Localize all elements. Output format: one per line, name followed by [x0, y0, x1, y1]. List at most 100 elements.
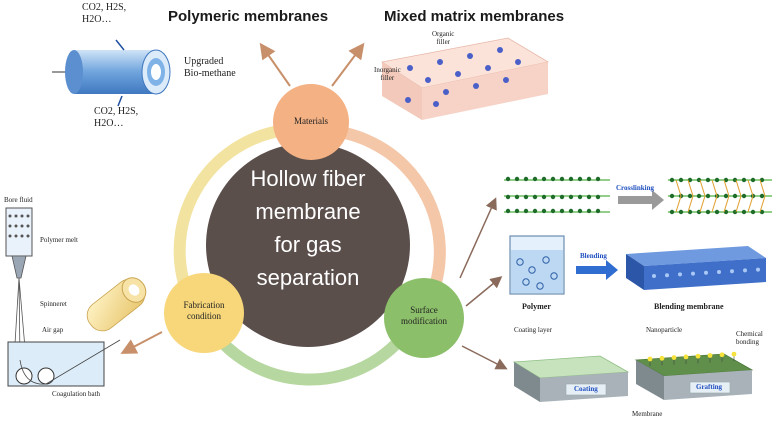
chain-bead	[669, 193, 675, 199]
roller-left	[15, 367, 33, 385]
heading-mixed-matrix-membranes: Mixed matrix membranes	[384, 8, 565, 25]
chain-bead	[514, 176, 520, 182]
crosslinking-label: Crosslinking	[616, 184, 654, 192]
grafting-label-box	[689, 381, 731, 394]
materials-node	[273, 84, 349, 160]
permeate-top-arrow	[115, 39, 125, 51]
chain-bead	[705, 177, 711, 183]
ring-segment-materials-surface	[317, 124, 446, 303]
nanoparticle	[683, 354, 689, 360]
chain-bead	[586, 176, 592, 182]
crosslink	[759, 179, 766, 197]
connector-arrows	[120, 42, 508, 370]
chain-bead	[514, 194, 520, 200]
chain-bead	[678, 177, 684, 183]
blending-figure	[509, 235, 766, 295]
mmm-filler-particles	[405, 47, 521, 107]
chain-bead	[577, 194, 583, 200]
melt-dot	[20, 224, 24, 228]
chain-bead	[568, 176, 574, 182]
nanoparticle	[671, 355, 677, 360]
coating-label-box	[565, 383, 607, 396]
nanoparticles	[647, 351, 737, 366]
chain-bead	[523, 176, 529, 182]
block-particle	[717, 270, 721, 274]
chain-bead	[568, 194, 574, 200]
crosslink	[699, 195, 706, 213]
gas-label-bottom: CO2, H2S, H2O…	[94, 106, 138, 130]
coating-layer-label: Coating layer	[514, 326, 552, 334]
product-line-2: Bio-methane	[184, 68, 236, 79]
center-title-line-3: for gas	[274, 232, 342, 257]
crosslink	[735, 195, 742, 213]
mmm-front-face	[382, 62, 422, 120]
organic-line-2: filler	[436, 38, 451, 46]
chain-bead	[741, 209, 747, 215]
crosslink	[723, 179, 730, 197]
beaker-particles	[516, 256, 558, 290]
chain-bead	[523, 208, 529, 214]
filler-particle	[473, 83, 479, 89]
chain-bead	[523, 194, 529, 200]
product-line-1: Upgraded	[184, 56, 224, 67]
nanoparticle	[647, 356, 653, 362]
roller-right	[37, 367, 55, 385]
gas-bottom-line-1: CO2, H2S,	[94, 106, 139, 117]
chain-bead	[741, 193, 747, 199]
chain-bead	[586, 194, 592, 200]
filler-particle	[437, 59, 443, 65]
chain-bead	[550, 194, 556, 200]
chain-bead	[514, 208, 520, 214]
center-title: Hollow fiber membrane for gas separation	[218, 162, 398, 294]
reservoir-dots	[8, 214, 30, 238]
fabrication-node-label: Fabrication condition	[168, 300, 240, 322]
chain-bead	[705, 193, 711, 199]
chain-bead	[505, 194, 511, 200]
chain-bead	[732, 193, 738, 199]
crosslink	[747, 179, 754, 197]
block-particle	[730, 269, 734, 274]
fiber-bore	[128, 284, 140, 296]
tube-back-end	[65, 50, 83, 94]
block-particle	[756, 267, 760, 272]
membrane-label: Membrane	[632, 410, 663, 418]
arrow-to-crosslinking	[459, 197, 497, 279]
melt-dot	[20, 234, 24, 238]
center-title-line-2: membrane	[255, 199, 361, 224]
beaker-particle	[550, 272, 558, 280]
beaker-particle	[542, 256, 550, 264]
chain-bead	[550, 176, 556, 182]
block-particle	[691, 271, 695, 276]
ring-segment-materials-fabrication	[173, 124, 286, 303]
gas-top-line-2: H2O…	[82, 14, 112, 25]
polymer-melt-label: Polymer melt	[40, 236, 78, 244]
ring-segment-fabrication-surface	[215, 335, 400, 386]
gas-label-top: CO2, H2S, H2O…	[82, 2, 126, 26]
chain-bead	[505, 176, 511, 182]
arrow-to-mixed-matrix	[331, 42, 365, 87]
crosslink	[687, 179, 694, 197]
organic-line-1: Organic	[432, 30, 455, 38]
melt-dot	[14, 224, 18, 228]
nanoparticle-label: Nanoparticle	[646, 326, 683, 334]
chain-bead	[759, 193, 765, 199]
crosslink	[735, 179, 742, 197]
filler-particle	[467, 53, 473, 59]
mmm-side-face	[422, 62, 548, 120]
chain-bead	[595, 176, 601, 182]
coagulation-bath-label: Coagulation bath	[52, 390, 101, 398]
chain-bead	[687, 193, 693, 199]
chain-bead	[741, 177, 747, 183]
crosslinked-chains	[668, 177, 772, 215]
inorganic-line-1: Inorganic	[374, 66, 401, 74]
filler-particle	[503, 77, 509, 83]
coating-front	[514, 362, 540, 402]
heading-polymeric-membranes: Polymeric membranes	[168, 8, 329, 25]
center-disc	[206, 143, 410, 347]
fabrication-node	[164, 273, 244, 353]
chain-bead	[696, 193, 702, 199]
arrow-to-blending	[465, 276, 503, 307]
bore-fluid-label: Bore fluid	[4, 196, 33, 204]
crosslink	[699, 179, 706, 197]
